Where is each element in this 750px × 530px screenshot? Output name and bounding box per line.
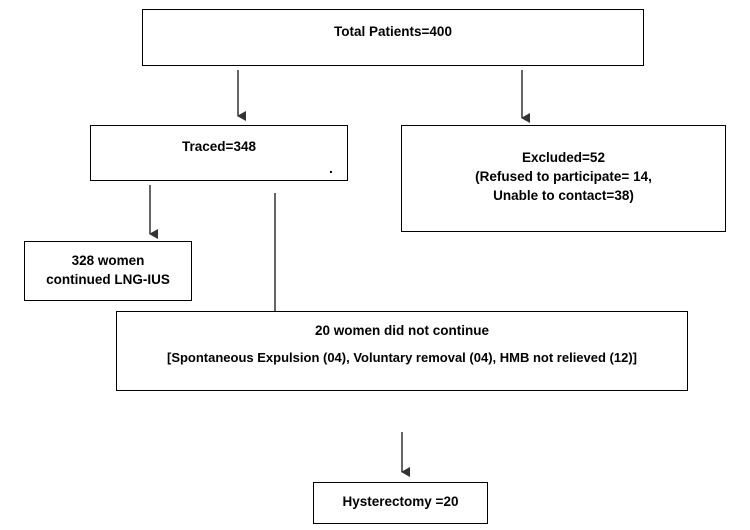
hysterectomy-label: Hysterectomy =20 <box>342 494 459 509</box>
continued-method: continued LNG-IUS <box>46 272 170 287</box>
excluded-refused: (Refused to participate= 14, <box>475 169 652 184</box>
discontinued-reasons: [Spontaneous Expulsion (04), Voluntary r… <box>166 350 637 365</box>
traced-label: Traced=348 <box>182 139 256 154</box>
excluded-box: Excluded=52 (Refused to participate= 14,… <box>401 125 726 232</box>
discontinued-title: 20 women did not continue <box>314 323 489 338</box>
traced-box: Traced=348 <box>90 125 348 181</box>
continued-box: 328 women continued LNG-IUS <box>24 241 192 301</box>
hysterectomy-box: Hysterectomy =20 <box>313 482 488 524</box>
total-patients-label: Total Patients=400 <box>334 24 452 39</box>
total-patients-box: Total Patients=400 <box>142 9 644 66</box>
continued-count: 328 women <box>71 253 145 268</box>
excluded-unable: Unable to contact=38) <box>493 188 634 203</box>
discontinued-box: 20 women did not continue [Spontaneous E… <box>116 311 688 391</box>
excluded-title: Excluded=52 <box>522 150 605 165</box>
traced-dot-mark: . <box>329 160 333 176</box>
